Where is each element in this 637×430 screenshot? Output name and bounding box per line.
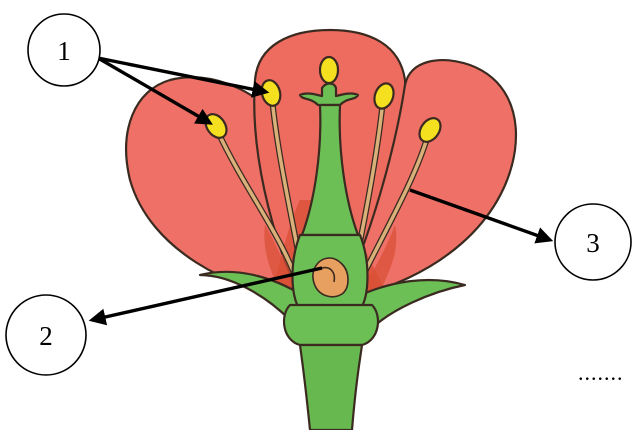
label-1: 1 (28, 14, 100, 86)
receptacle (284, 305, 378, 345)
stem-group (284, 305, 378, 430)
label-3-text: 3 (586, 228, 600, 258)
label-1-text: 1 (57, 36, 71, 66)
label-2-text: 2 (39, 321, 53, 351)
answer-blank: ....... (578, 360, 624, 385)
label-2: 2 (6, 295, 86, 375)
stem (300, 345, 362, 430)
anther-3 (320, 57, 338, 83)
label-3: 3 (555, 204, 631, 280)
ovule (313, 258, 348, 297)
